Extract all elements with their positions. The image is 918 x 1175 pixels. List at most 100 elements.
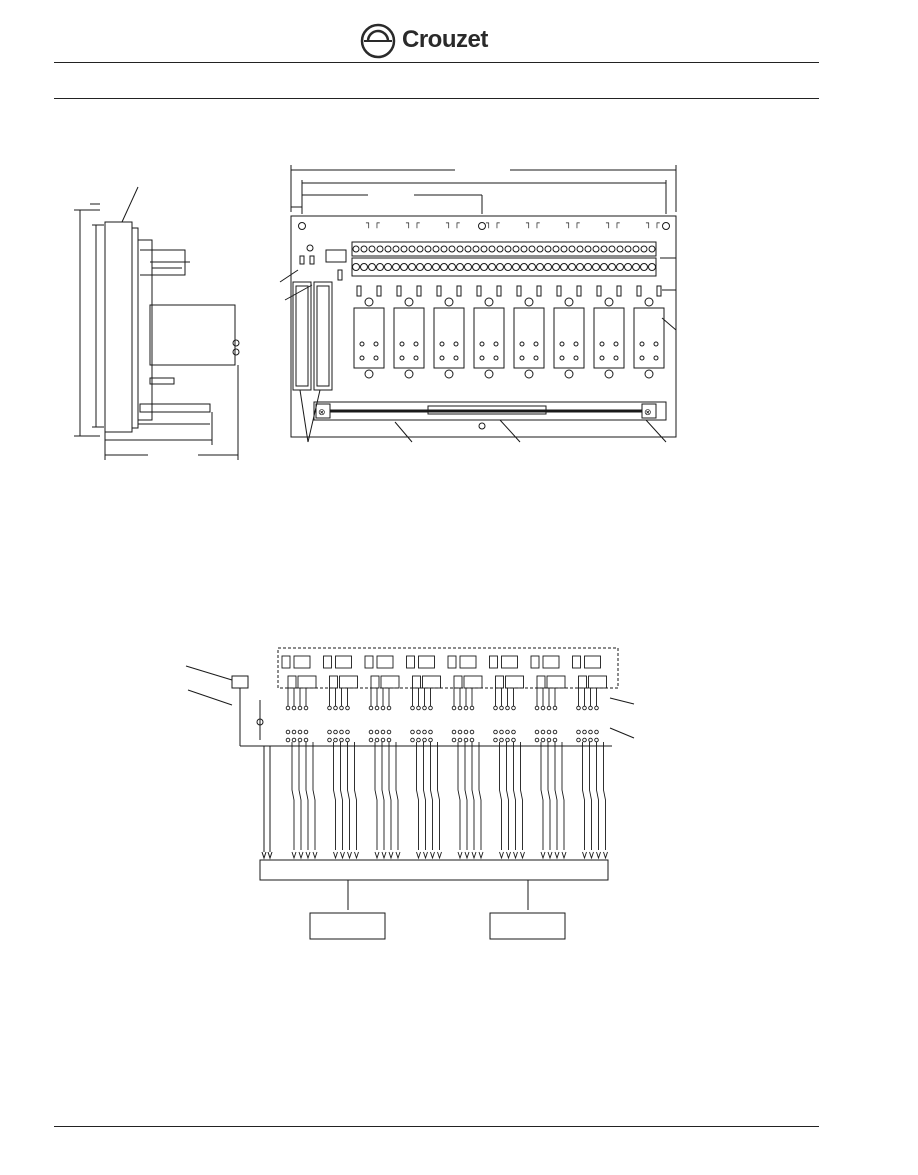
terminal-screw	[464, 263, 472, 271]
arrow-icon	[298, 851, 304, 860]
terminal-screw	[632, 245, 640, 253]
ground-screw-icon: ⊗	[318, 407, 326, 417]
relay-module: ┐ ┌	[593, 219, 625, 379]
terminal-screw	[408, 263, 416, 271]
arrow-icon	[381, 851, 387, 860]
terminal-screw	[504, 245, 512, 253]
resistor	[476, 285, 482, 297]
arrow-icon	[388, 851, 394, 860]
terminal-screw	[352, 245, 360, 253]
resistor	[536, 285, 542, 297]
arrow-icon	[499, 851, 504, 860]
terminal-screw	[480, 263, 488, 271]
header-rule-top	[54, 62, 819, 63]
fuse-marker: ┐ ┌	[565, 219, 580, 229]
relay-channel	[489, 655, 525, 860]
terminal-screw	[536, 245, 544, 253]
terminal-screw	[368, 263, 376, 271]
terminal-screw	[568, 245, 576, 253]
terminal-screw	[384, 263, 392, 271]
terminal-screw	[464, 245, 472, 253]
terminal-screw	[616, 263, 624, 271]
terminal-screw	[416, 245, 424, 253]
terminal-screw	[608, 245, 616, 253]
terminal-screw	[392, 263, 400, 271]
relay-channel	[364, 655, 401, 860]
terminal-screw	[600, 263, 608, 271]
brand-name: Crouzet	[402, 26, 488, 53]
arrow-icon	[267, 851, 273, 860]
arrow-icon	[374, 851, 380, 860]
crouzet-logo-icon	[360, 23, 396, 59]
terminal-screw	[552, 245, 560, 253]
relay-module: ┐ ┌	[633, 219, 665, 379]
terminal-screw	[528, 245, 536, 253]
arrow-icon	[506, 851, 511, 860]
arrow-icon	[347, 851, 352, 860]
terminal-screw	[400, 245, 408, 253]
arrow-icon	[312, 851, 318, 860]
resistor	[636, 285, 642, 297]
terminal-screw	[416, 263, 424, 271]
terminal-screw	[456, 263, 464, 271]
terminal-screw	[384, 245, 392, 253]
relay-module: ┐ ┌	[473, 219, 505, 379]
fuse-marker: ┐ ┌	[445, 219, 460, 229]
arrow-icon	[340, 851, 345, 860]
terminal-screw	[456, 245, 464, 253]
terminal-screw	[520, 263, 528, 271]
terminal-screw	[424, 263, 432, 271]
arrow-icon	[547, 851, 553, 860]
terminal-screw	[504, 263, 512, 271]
terminal-screw	[352, 263, 360, 271]
resistor	[396, 285, 402, 297]
arrow-icon	[395, 851, 401, 860]
terminal-screw	[648, 263, 656, 271]
terminal-screw	[360, 245, 368, 253]
terminal-screw	[632, 263, 640, 271]
arrow-icon	[540, 851, 546, 860]
terminal-screw	[648, 245, 656, 253]
terminal-screw	[496, 245, 504, 253]
terminal-screw	[568, 263, 576, 271]
terminal-screw	[600, 245, 608, 253]
resistor	[436, 285, 442, 297]
terminal-screw	[440, 263, 448, 271]
fuse-marker: ┐ ┌	[405, 219, 420, 229]
resistor	[576, 285, 582, 297]
fuse-marker: ┐ ┌	[525, 219, 540, 229]
relay-channel	[323, 655, 359, 860]
fuse-marker: ┐ ┌	[365, 219, 380, 229]
relay-channel	[406, 655, 442, 860]
arrow-icon	[513, 851, 518, 860]
ground-screw-icon: ⊗	[644, 407, 652, 417]
arrow-icon	[554, 851, 560, 860]
resistor	[616, 285, 622, 297]
terminal-screw	[424, 245, 432, 253]
terminal-screw	[560, 245, 568, 253]
terminal-screw	[576, 245, 584, 253]
arrow-icon	[261, 851, 267, 860]
arrow-icon	[589, 851, 594, 860]
terminal-screw	[640, 263, 648, 271]
relay-channel	[530, 655, 567, 860]
arrow-icon	[478, 851, 484, 860]
terminal-screw	[368, 245, 376, 253]
fuse-marker: ┐ ┌	[605, 219, 620, 229]
terminal-screw	[616, 245, 624, 253]
terminal-screw	[472, 263, 480, 271]
arrow-icon	[333, 851, 338, 860]
terminal-screw	[592, 245, 600, 253]
arrow-icon	[603, 851, 608, 860]
terminal-screw	[536, 263, 544, 271]
terminal-screw	[448, 263, 456, 271]
terminal-screw	[512, 245, 520, 253]
arrow-icon	[305, 851, 311, 860]
terminal-screw	[440, 245, 448, 253]
relay-channel	[572, 655, 608, 860]
arrow-icon	[520, 851, 525, 860]
terminal-screw	[520, 245, 528, 253]
terminal-screw	[608, 263, 616, 271]
